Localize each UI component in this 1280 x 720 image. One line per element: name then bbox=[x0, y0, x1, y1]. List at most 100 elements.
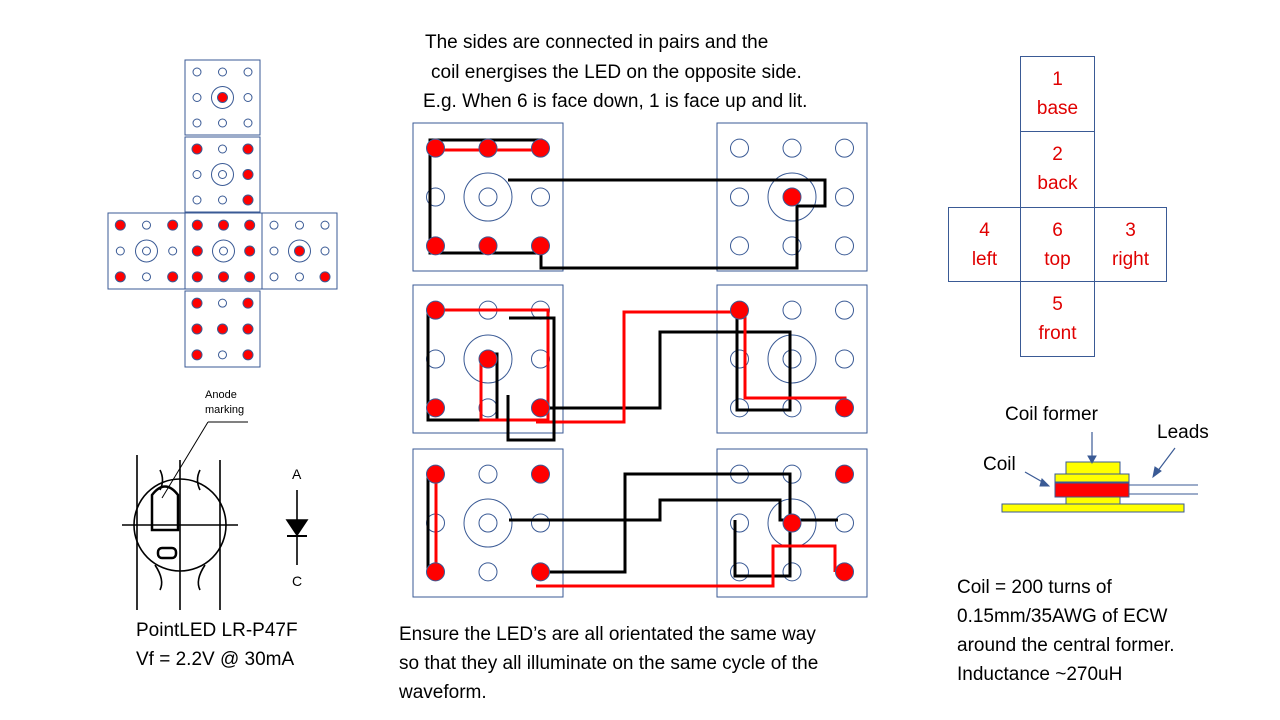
led-dot bbox=[478, 236, 498, 256]
led-dots bbox=[426, 138, 854, 582]
hole bbox=[269, 220, 279, 230]
hole bbox=[782, 300, 802, 320]
led-dot bbox=[242, 323, 254, 335]
center-ring bbox=[463, 334, 513, 384]
diode-pin-a: A bbox=[292, 466, 302, 482]
intro-line-1: The sides are connected in pairs and the bbox=[425, 32, 769, 53]
hole bbox=[295, 272, 304, 282]
led-dot bbox=[426, 138, 445, 158]
hole bbox=[478, 187, 498, 207]
led-dot bbox=[114, 271, 126, 283]
hole bbox=[192, 195, 202, 205]
led-dot bbox=[191, 297, 203, 309]
led-dot bbox=[244, 245, 256, 257]
black-wire bbox=[541, 472, 792, 578]
orientation-line-3: waveform. bbox=[399, 682, 487, 703]
intro-line-2: coil energises the LED on the opposite s… bbox=[431, 62, 802, 83]
orientation-line-2: so that they all illuminate on the same … bbox=[399, 653, 819, 674]
hole bbox=[730, 513, 749, 533]
hole bbox=[478, 464, 498, 484]
black-wire bbox=[506, 316, 556, 442]
hole bbox=[243, 67, 253, 77]
hole bbox=[142, 246, 151, 256]
hole bbox=[269, 246, 279, 256]
hole bbox=[192, 170, 202, 179]
led-dot bbox=[218, 219, 229, 231]
black-wire bbox=[541, 310, 792, 412]
hole bbox=[218, 67, 227, 77]
wiring-board bbox=[412, 448, 564, 598]
led-dot bbox=[531, 398, 550, 418]
face-6-top: 6 top bbox=[1020, 207, 1095, 282]
led-dot bbox=[426, 398, 445, 418]
led-dot bbox=[242, 169, 254, 180]
anode-label-2: marking bbox=[205, 404, 245, 416]
hole bbox=[835, 236, 854, 256]
base-plate bbox=[1001, 503, 1185, 513]
led-dot bbox=[478, 138, 498, 158]
led-dot bbox=[242, 143, 254, 155]
hole bbox=[730, 187, 749, 207]
face-5-front: 5 front bbox=[1020, 281, 1095, 357]
face-number: 2 bbox=[1052, 144, 1063, 165]
face-3-right: 3 right bbox=[1094, 207, 1167, 282]
face-number: 4 bbox=[979, 220, 990, 241]
led-dot bbox=[242, 349, 254, 361]
led-forward-voltage: Vf = 2.2V @ 30mA bbox=[136, 649, 295, 670]
wiring-board bbox=[716, 448, 868, 598]
hole bbox=[243, 118, 253, 128]
dice-face-net bbox=[107, 59, 338, 368]
center-ring bbox=[135, 239, 158, 263]
hole bbox=[730, 562, 749, 582]
face-number: 3 bbox=[1125, 220, 1136, 241]
led-dot bbox=[244, 219, 256, 231]
face-name: back bbox=[1037, 173, 1078, 194]
center-ring bbox=[767, 334, 817, 384]
hole bbox=[219, 246, 228, 256]
hole bbox=[192, 67, 202, 77]
hole bbox=[730, 236, 749, 256]
hole bbox=[478, 513, 498, 533]
center-ring bbox=[767, 172, 817, 222]
led-dot bbox=[426, 464, 445, 484]
face-number: 1 bbox=[1052, 69, 1063, 90]
face-number: 5 bbox=[1052, 294, 1063, 315]
led-dot bbox=[191, 349, 203, 361]
hole bbox=[218, 195, 227, 205]
coil-note-1: Coil = 200 turns of bbox=[957, 577, 1112, 598]
hole bbox=[782, 562, 802, 582]
face-name: base bbox=[1036, 98, 1079, 119]
hole bbox=[320, 246, 330, 256]
face-number: 6 bbox=[1052, 220, 1063, 241]
intro-line-3: E.g. When 6 is face down, 1 is face up a… bbox=[423, 91, 808, 112]
hole bbox=[730, 138, 749, 158]
led-dot bbox=[426, 562, 445, 582]
center-ring bbox=[211, 163, 234, 186]
wiring-boards bbox=[412, 122, 868, 598]
hole bbox=[295, 220, 304, 230]
leads-label: Leads bbox=[1157, 422, 1209, 443]
wiring-board bbox=[412, 122, 564, 272]
hole bbox=[218, 118, 227, 128]
led-dot bbox=[218, 271, 229, 283]
coil-label: Coil bbox=[983, 454, 1016, 475]
led-dot bbox=[782, 513, 802, 533]
face-1-base: 1 base bbox=[1020, 56, 1095, 132]
hole bbox=[782, 138, 802, 158]
wiring-board bbox=[716, 122, 868, 272]
led-dot bbox=[217, 323, 228, 335]
led-dot bbox=[242, 297, 254, 309]
hole bbox=[835, 138, 854, 158]
hole bbox=[835, 513, 854, 533]
led-dot bbox=[167, 219, 179, 231]
net-face bbox=[261, 212, 338, 290]
diode-symbol bbox=[285, 490, 309, 565]
hole bbox=[168, 246, 178, 256]
face-2-back: 2 back bbox=[1020, 131, 1095, 208]
red-wire bbox=[436, 308, 550, 422]
diode-pin-c: C bbox=[292, 573, 303, 589]
face-name: front bbox=[1038, 323, 1077, 344]
center-ring bbox=[288, 239, 311, 263]
hole bbox=[192, 118, 202, 128]
